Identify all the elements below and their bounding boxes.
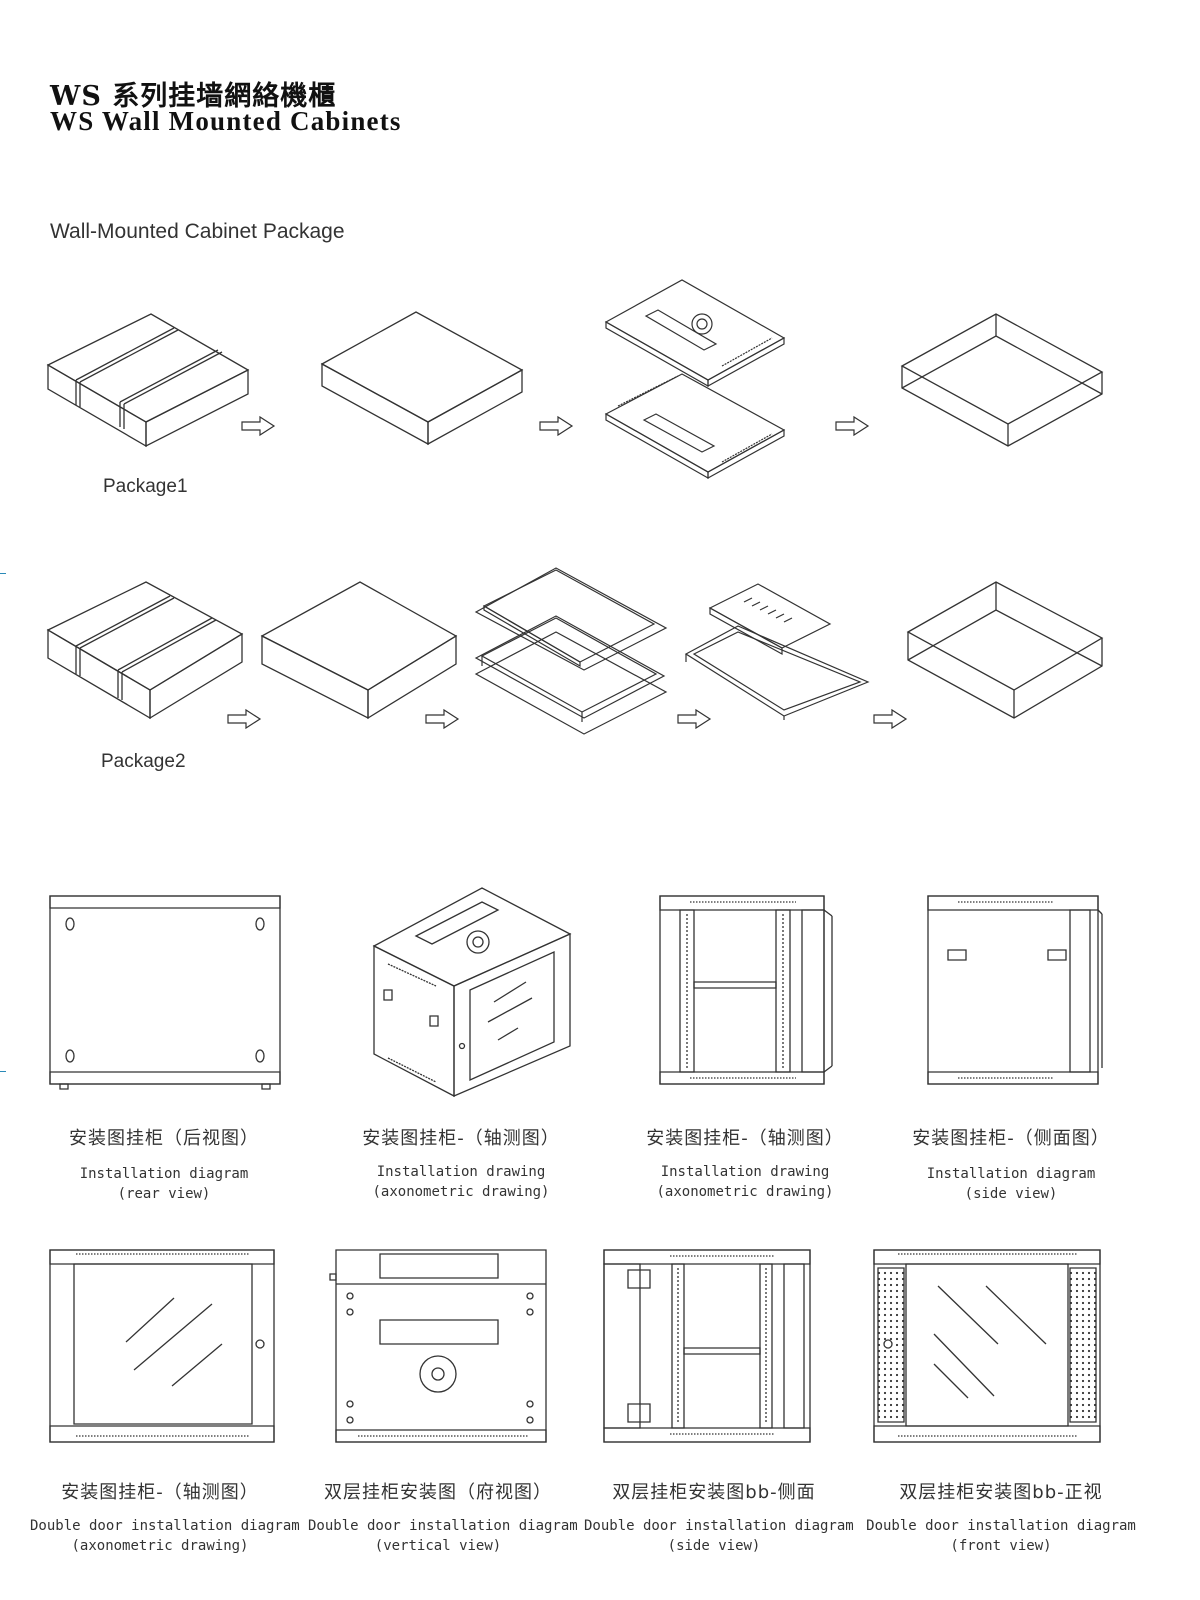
package1-plain-box (320, 308, 524, 446)
diagram-title-cn: 安装图挂柜-（轴测图） (61, 1482, 259, 1503)
hollow-right-arrow-icon (834, 415, 870, 437)
diagram-title-cn: 安装图挂柜-（侧面图） (912, 1128, 1110, 1149)
page-title-chinese: WS 系列挂墙網絡機櫃 (50, 81, 337, 112)
diagram-title-en: Installation diagram (926, 1166, 1096, 1182)
diagram-title-cn: 安装图挂柜（后视图） (69, 1128, 259, 1149)
package1-open-tray (900, 310, 1104, 448)
diagram-title-en: Double door installation diagram (584, 1518, 854, 1534)
diagram-view-en: (rear view) (117, 1186, 211, 1202)
diagram-title-cn: 双层挂柜安装图bb-侧面 (612, 1482, 816, 1503)
diagram-view-en: (axonometric drawing) (71, 1538, 249, 1554)
diagram-caption-3: 安装图挂柜-（轴测图） Installation drawing (axonom… (640, 1124, 850, 1202)
diagram-caption-5: 安装图挂柜-（轴测图） Double door installation dia… (30, 1478, 300, 1556)
diagram-title-en: Double door installation diagram (308, 1518, 578, 1534)
diagram-title-cn: 安装图挂柜-（轴测图） (646, 1128, 844, 1149)
package2-open-tray (906, 578, 1104, 722)
hollow-right-arrow-icon (424, 708, 460, 730)
diagram-title-cn: 双层挂柜安装图（府视图） (324, 1482, 552, 1503)
double-door-top-view-drawing (328, 1246, 550, 1446)
hollow-right-arrow-icon (872, 708, 908, 730)
package1-wrapped-box (46, 310, 250, 450)
diagram-view-en: (side view) (667, 1538, 761, 1554)
diagram-caption-1: 安装图挂柜（后视图） Installation diagram (rear vi… (44, 1124, 284, 1204)
diagram-title-en: Installation diagram (79, 1166, 249, 1182)
diagram-title-en: Double door installation diagram (30, 1518, 300, 1534)
diagram-view-en: (front view) (950, 1538, 1052, 1554)
cabinet-side-view-drawing (924, 892, 1106, 1092)
cabinet-axonometric-drawing (370, 882, 574, 1100)
cabinet-rear-view-drawing (46, 892, 284, 1092)
diagram-title-cn: 安装图挂柜-（轴测图） (362, 1128, 560, 1149)
package2-label: Package2 (101, 751, 186, 772)
hollow-right-arrow-icon (240, 415, 276, 437)
package2-wrapped-box (46, 578, 246, 722)
diagram-title-en: Installation drawing (376, 1164, 546, 1180)
diagram-view-en: (axonometric drawing) (656, 1184, 834, 1200)
package1-opened-panels (602, 278, 788, 482)
hollow-right-arrow-icon (676, 708, 712, 730)
section-title-package: Wall-Mounted Cabinet Package (50, 220, 345, 243)
diagram-view-en: (vertical view) (374, 1538, 502, 1554)
diagram-view-en: (axonometric drawing) (372, 1184, 550, 1200)
double-door-glass-front-drawing (46, 1246, 278, 1446)
hollow-right-arrow-icon (226, 708, 262, 730)
page-title-english: WS Wall Mounted Cabinets (50, 106, 402, 136)
diagram-caption-4: 安装图挂柜-（侧面图） Installation diagram (side v… (906, 1124, 1116, 1204)
diagram-caption-7: 双层挂柜安装图bb-侧面 Double door installation di… (584, 1478, 854, 1556)
diagram-caption-2: 安装图挂柜-（轴测图） Installation drawing (axonom… (356, 1124, 566, 1202)
package1-label: Package1 (103, 476, 188, 497)
diagram-title-cn: 双层挂柜安装图bb-正视 (899, 1482, 1103, 1503)
double-door-side-view-drawing (600, 1246, 818, 1446)
cabinet-front-open-drawing (656, 892, 836, 1092)
package2-plain-box (260, 578, 460, 722)
double-door-front-view-drawing (870, 1246, 1104, 1446)
diagram-caption-8: 双层挂柜安装图bb-正视 Double door installation di… (866, 1478, 1136, 1556)
diagram-title-en: Installation drawing (660, 1164, 830, 1180)
crop-mark (0, 573, 6, 574)
hollow-right-arrow-icon (538, 415, 574, 437)
crop-mark (0, 1071, 6, 1072)
diagram-title-en: Double door installation diagram (866, 1518, 1136, 1534)
package2-frame-assembly (472, 562, 668, 738)
diagram-caption-6: 双层挂柜安装图（府视图） Double door installation di… (308, 1478, 578, 1556)
package2-vented-panels (684, 582, 872, 720)
diagram-view-en: (side view) (964, 1186, 1058, 1202)
